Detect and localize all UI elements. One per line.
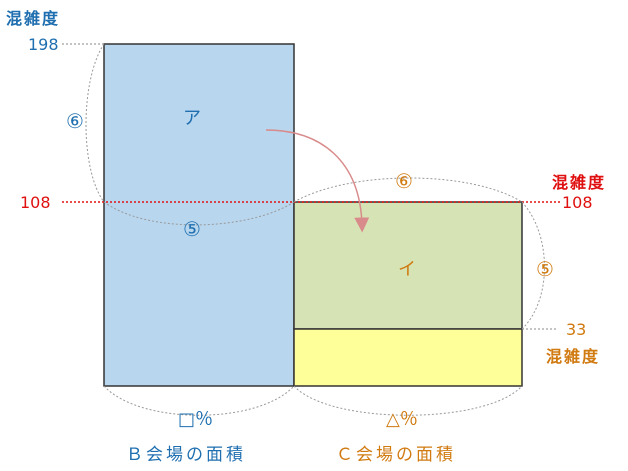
circled-5-right: ⑤ xyxy=(536,257,554,281)
c-percent-label: △％ xyxy=(386,409,418,430)
b-percent-label: □％ xyxy=(178,409,213,430)
circled-6-right: ⑥ xyxy=(395,169,413,193)
c-venue-lower-rect xyxy=(293,328,523,387)
c-area-label: Ｃ会場の面積 xyxy=(336,445,456,465)
circled-5-left: ⑤ xyxy=(183,217,201,241)
value-108-right-label: 108 xyxy=(562,193,593,212)
value-198-label: 198 xyxy=(28,35,59,54)
circled-6-left: ⑥ xyxy=(66,109,84,133)
arc-c-width xyxy=(293,385,523,416)
congestion-label-right-red: 混雑度 xyxy=(552,173,606,192)
arc-left-6 xyxy=(85,43,105,203)
congestion-label-orange: 混雑度 xyxy=(546,347,600,366)
arc-top-6 xyxy=(293,177,523,203)
arc-bottom-5 xyxy=(103,201,295,226)
region-i-label: イ xyxy=(398,259,416,280)
b-venue-rect xyxy=(103,43,295,387)
arc-b-width xyxy=(103,385,295,416)
congestion-label-left: 混雑度 xyxy=(6,9,60,28)
region-a-label: ア xyxy=(183,108,201,129)
value-108-left-label: 108 xyxy=(20,193,51,212)
b-area-label: Ｂ会場の面積 xyxy=(126,445,246,465)
c-venue-upper-rect xyxy=(293,201,523,330)
value-33-label: 33 xyxy=(566,320,586,339)
transfer-arrow xyxy=(265,129,370,233)
